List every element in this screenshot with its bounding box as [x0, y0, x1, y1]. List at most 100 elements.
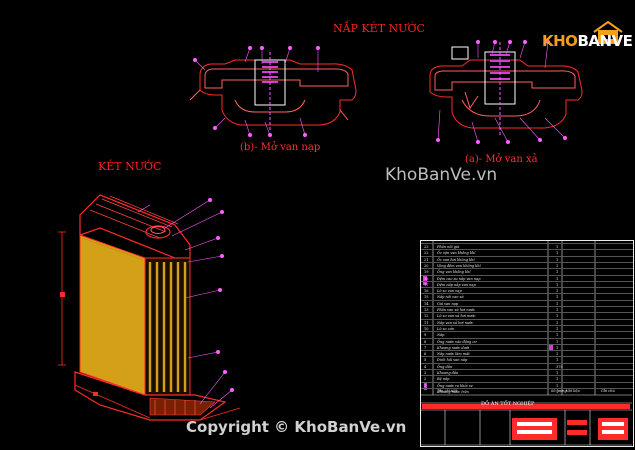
title-block-marks	[422, 275, 630, 440]
khobanve-logo: KHOBANVE	[538, 18, 633, 58]
part-name: Ốc van hơi không khí	[437, 257, 475, 262]
part-name: Bệ nắp	[437, 377, 450, 382]
part-name: Ống nước vào động cơ	[437, 339, 477, 344]
part-qty: 1	[556, 282, 559, 287]
part-name: Đinh hồi van nắp	[437, 358, 468, 363]
part-name: Nắp van xả hơi nước	[437, 320, 474, 325]
parts-row: 15 Nắp nối van xả 1	[421, 293, 633, 301]
part-number: 4	[424, 364, 427, 369]
part-qty: 1	[556, 358, 559, 363]
part-name: Phần van xả hơi nước	[437, 308, 475, 312]
project-label: ĐỒ ÁN TỐT NGHIỆP	[481, 401, 535, 407]
part-name: Ốc vặn van không khí	[437, 251, 476, 256]
part-qty: 1	[556, 257, 559, 262]
part-name: Lò xo van nạp	[437, 289, 462, 294]
part-number: 6	[424, 352, 427, 357]
radiator-core-side	[144, 257, 191, 396]
radiator-tubes	[148, 262, 187, 392]
part-number: 1	[424, 383, 427, 388]
part-number: 12	[424, 314, 429, 319]
part-number: 7	[424, 345, 427, 350]
part-number: 23	[424, 245, 429, 249]
part-qty: 1	[556, 326, 559, 331]
parts-row: 23 Phần nối giá 1	[421, 243, 633, 251]
part-qty: 1	[556, 371, 559, 375]
part-name: Phần nối giá	[437, 245, 460, 249]
part-number: 19	[424, 270, 429, 275]
part-number: 9	[424, 333, 427, 338]
part-number: 20	[424, 263, 429, 268]
parts-row: 10 Lò xo cản 1	[421, 324, 633, 333]
part-name: Khoang nước dưới	[437, 345, 470, 350]
part-number: 17	[424, 282, 429, 287]
cap-title: NẮP KÉT NƯỚC	[333, 22, 425, 35]
parts-row: 4 Ống dẫn 370	[421, 362, 633, 371]
radiator-bubbles	[208, 198, 234, 392]
filler-neck	[145, 225, 171, 239]
part-name: Lò xo van xả hơi nước	[437, 314, 476, 319]
part-name: Nắp	[437, 333, 445, 338]
part-qty: 1	[556, 383, 559, 388]
cap-b-bubbles	[193, 46, 320, 137]
footer-name-label: Tên chi tiết	[437, 389, 458, 393]
parts-row: 21 Ốc van hơi không khí 1	[421, 255, 633, 264]
part-qty: 1	[556, 314, 559, 319]
part-name: Giá van nạp	[437, 301, 459, 306]
part-number: 21	[424, 257, 429, 262]
cap-b-leaders	[194, 47, 319, 136]
part-qty: 1	[556, 333, 559, 338]
parts-row: 12 Lò xo van xả hơi nước 1	[421, 312, 633, 320]
footer-material-label: Vật liệu	[566, 389, 580, 393]
part-qty: 1	[556, 308, 559, 312]
part-qty: 1	[556, 301, 559, 306]
radiator-core-front	[79, 234, 146, 396]
part-qty: 1	[556, 245, 559, 249]
part-name: Nắp nối van xả	[437, 295, 464, 300]
part-name: Khoang nước trên	[437, 389, 469, 394]
part-name: Ống van không khí	[437, 270, 471, 275]
part-name: Khoang dẫn	[437, 371, 459, 375]
watermark-copyright: Copyright © KhoBanVe.vn	[186, 418, 407, 436]
part-qty: 1	[556, 295, 559, 300]
part-number: 3	[424, 371, 427, 375]
part-qty: 1	[556, 352, 559, 357]
radiator-assembly	[58, 194, 241, 421]
parts-row: 9 Nắp 1	[421, 331, 633, 339]
part-qty: 370	[556, 364, 563, 369]
part-number: 10	[424, 326, 429, 331]
part-name: Lò xo cản	[437, 326, 455, 331]
footer-note-label: Ghi chú	[601, 389, 615, 393]
logo-kho: KHO	[542, 32, 578, 50]
part-name: Đệm nắp nắp van nạp	[437, 282, 476, 287]
part-qty: 1	[556, 276, 559, 281]
part-name: Ống dẫn	[437, 364, 453, 369]
part-qty: 1	[556, 345, 559, 350]
part-name: Vòng đệm van không khí	[437, 263, 481, 268]
part-number: 15	[424, 295, 429, 300]
part-number: 11	[424, 320, 429, 325]
part-number: 5	[424, 358, 427, 363]
part-number: 2	[424, 377, 427, 382]
parts-row: 14 Giá van nạp 1	[421, 299, 633, 308]
radiator-leaders	[137, 199, 233, 409]
part-qty: 1	[556, 251, 559, 256]
parts-row: 13 Phần van xả hơi nước 1	[421, 306, 633, 314]
logo-banve: BANVE	[577, 32, 633, 50]
caption-a: (a)- Mở van xả	[465, 154, 538, 165]
watermark-site: KhoBanVe.vn	[385, 165, 498, 185]
part-number: 14	[424, 301, 429, 306]
footer-qty-label: Số lượng	[551, 389, 567, 393]
part-number: 13	[424, 308, 429, 312]
parts-row: 5 Đinh hồi van nắp 1	[421, 356, 633, 364]
part-name: Ống nước ra khỏi xe	[437, 383, 473, 388]
parts-row: 1 Ống nước ra khỏi xe 1	[421, 381, 633, 390]
